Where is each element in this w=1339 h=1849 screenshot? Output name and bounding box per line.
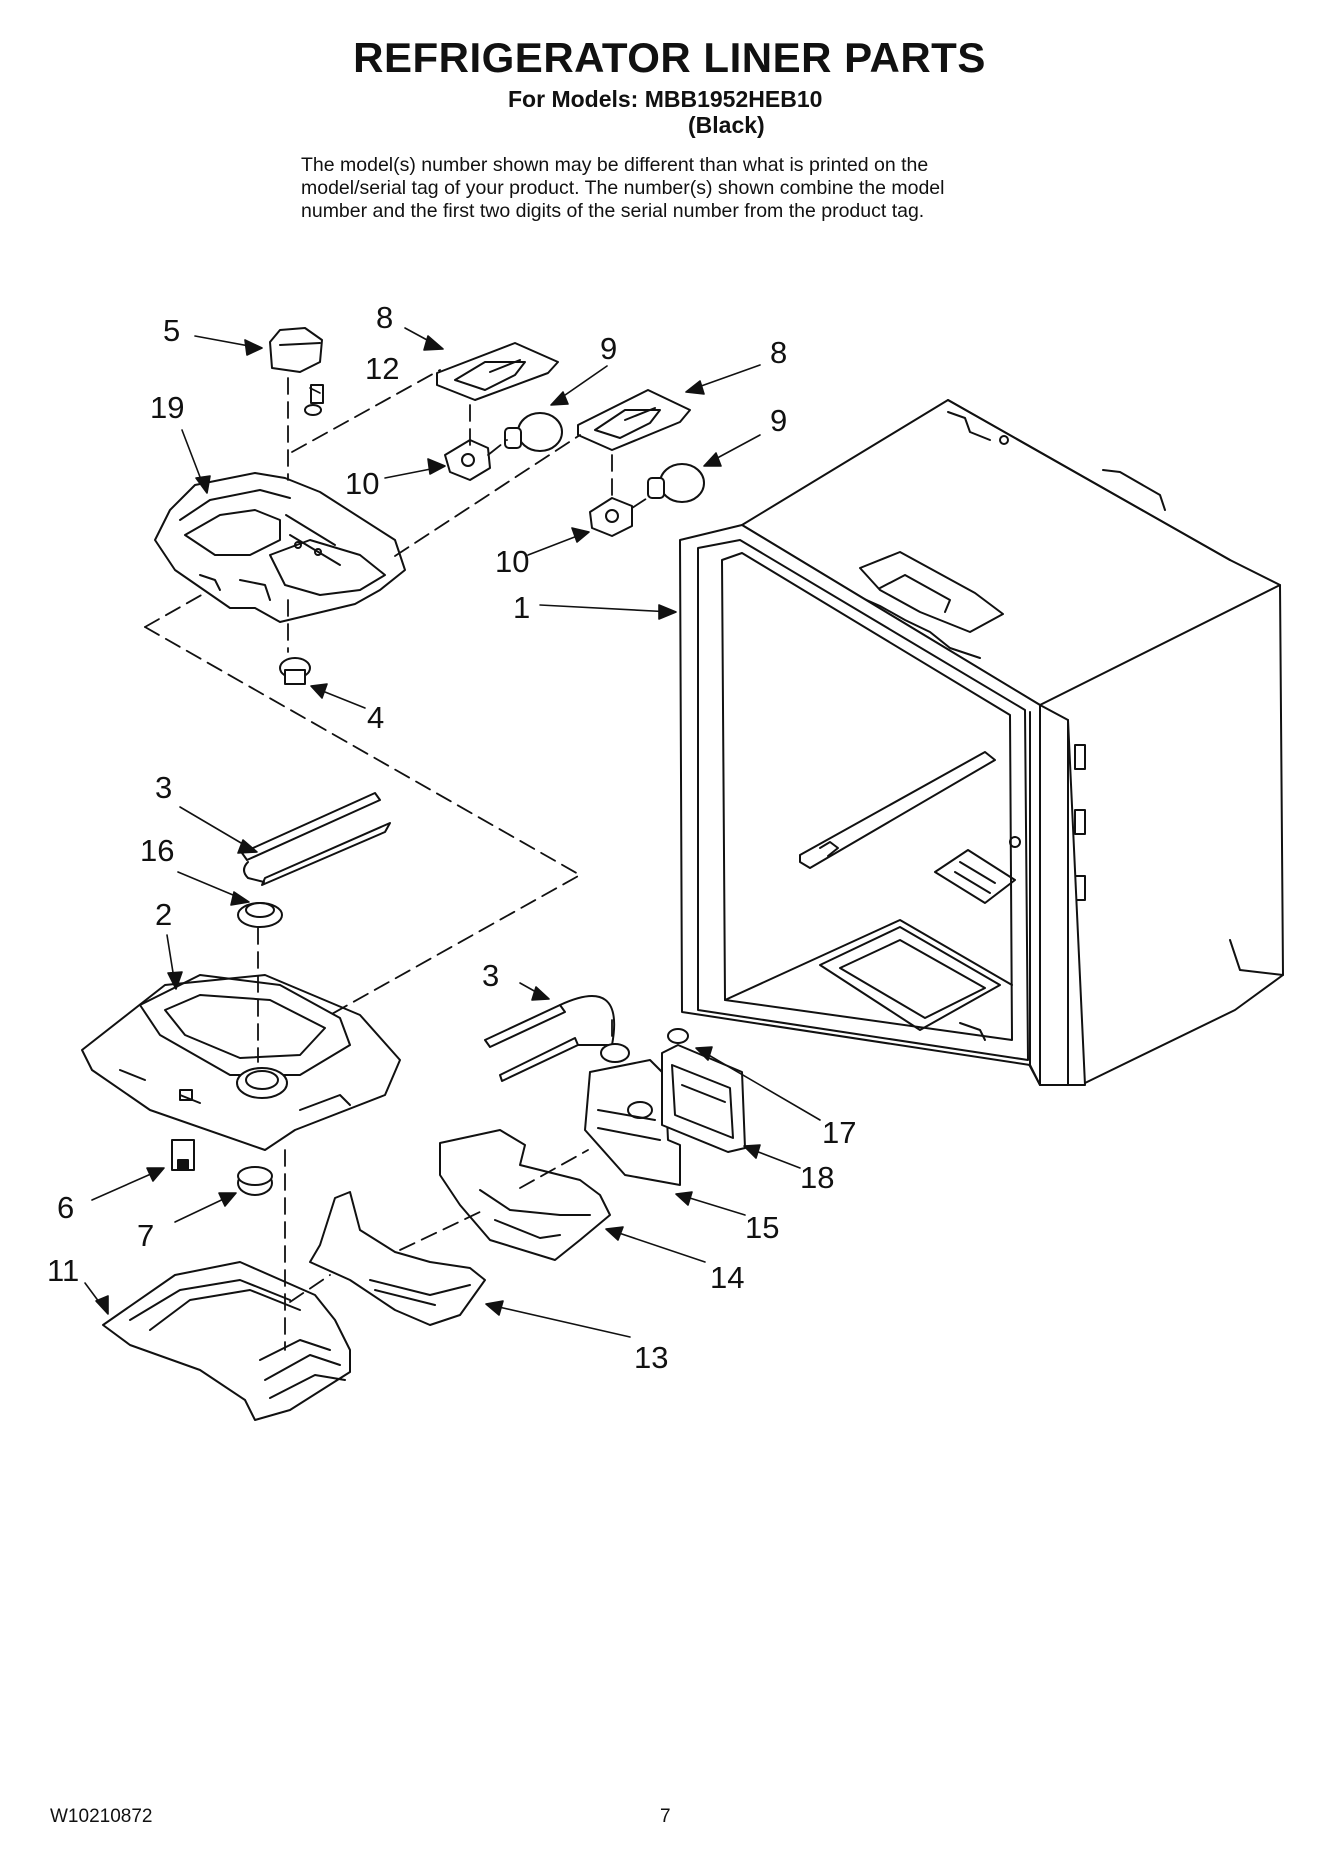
- callout-1: 1: [513, 590, 531, 625]
- callout-11: 11: [47, 1253, 80, 1288]
- callout-8: 8: [770, 335, 788, 370]
- control-module: [584, 1043, 681, 1186]
- light-housing-assembly: [154, 472, 406, 623]
- callout-3: 3: [155, 770, 173, 805]
- models-label: For Models: MBB1952HEB10: [508, 86, 823, 112]
- seal-strip: [484, 995, 616, 1082]
- callout-3: 3: [482, 958, 500, 993]
- callout-4: 4: [367, 700, 385, 735]
- callout-5: 5: [163, 313, 181, 348]
- callout-16: 16: [140, 833, 175, 868]
- callout-14: 14: [710, 1260, 745, 1295]
- bezel-part: [661, 1044, 746, 1153]
- temperature-control: [269, 327, 323, 373]
- screw: [304, 384, 324, 416]
- grille-part: [102, 1261, 351, 1421]
- light-bulb: [504, 412, 563, 452]
- callout-10: 10: [345, 466, 380, 501]
- lower-tray: [81, 974, 401, 1151]
- document-number: W10210872: [50, 1806, 153, 1827]
- cover-part: [439, 1129, 611, 1261]
- callout-8: 8: [376, 300, 394, 335]
- callout-17: 17: [822, 1115, 857, 1150]
- callout-7: 7: [137, 1218, 155, 1253]
- page-number: 7: [660, 1806, 671, 1827]
- light-socket: [444, 439, 491, 481]
- callout-6: 6: [57, 1190, 75, 1225]
- liner-part: [679, 399, 1284, 1086]
- note-line: The model(s) number shown may be differe…: [301, 154, 929, 176]
- light-shield: [577, 389, 691, 451]
- note-line: number and the first two digits of the s…: [301, 200, 925, 222]
- callout-2: 2: [155, 897, 173, 932]
- light-socket: [589, 497, 633, 537]
- holder-part: [279, 657, 311, 685]
- deflector-part: [309, 1191, 486, 1326]
- roller-part: [237, 1166, 273, 1196]
- model-variant: (Black): [688, 112, 765, 138]
- switch-part: [171, 1139, 195, 1171]
- light-bulb: [647, 463, 705, 503]
- fastener-part: [667, 1028, 689, 1044]
- page-title: REFRIGERATOR LINER PARTS: [353, 34, 986, 81]
- callout-18: 18: [800, 1160, 835, 1195]
- callout-19: 19: [150, 390, 185, 425]
- callout-13: 13: [634, 1340, 669, 1375]
- callout-15: 15: [745, 1210, 780, 1245]
- seal-strip: [241, 792, 391, 886]
- gear-part: [237, 902, 283, 928]
- assembly-lines: [144, 369, 653, 1351]
- model-note: The model(s) number shown may be differe…: [301, 154, 1091, 223]
- callout-9: 9: [770, 403, 788, 438]
- light-shield: [436, 342, 559, 401]
- note-line: model/serial tag of your product. The nu…: [301, 177, 945, 199]
- callout-leaders: [84, 327, 821, 1338]
- callout-10: 10: [495, 544, 530, 579]
- callout-9: 9: [600, 331, 618, 366]
- callout-12: 12: [365, 351, 400, 386]
